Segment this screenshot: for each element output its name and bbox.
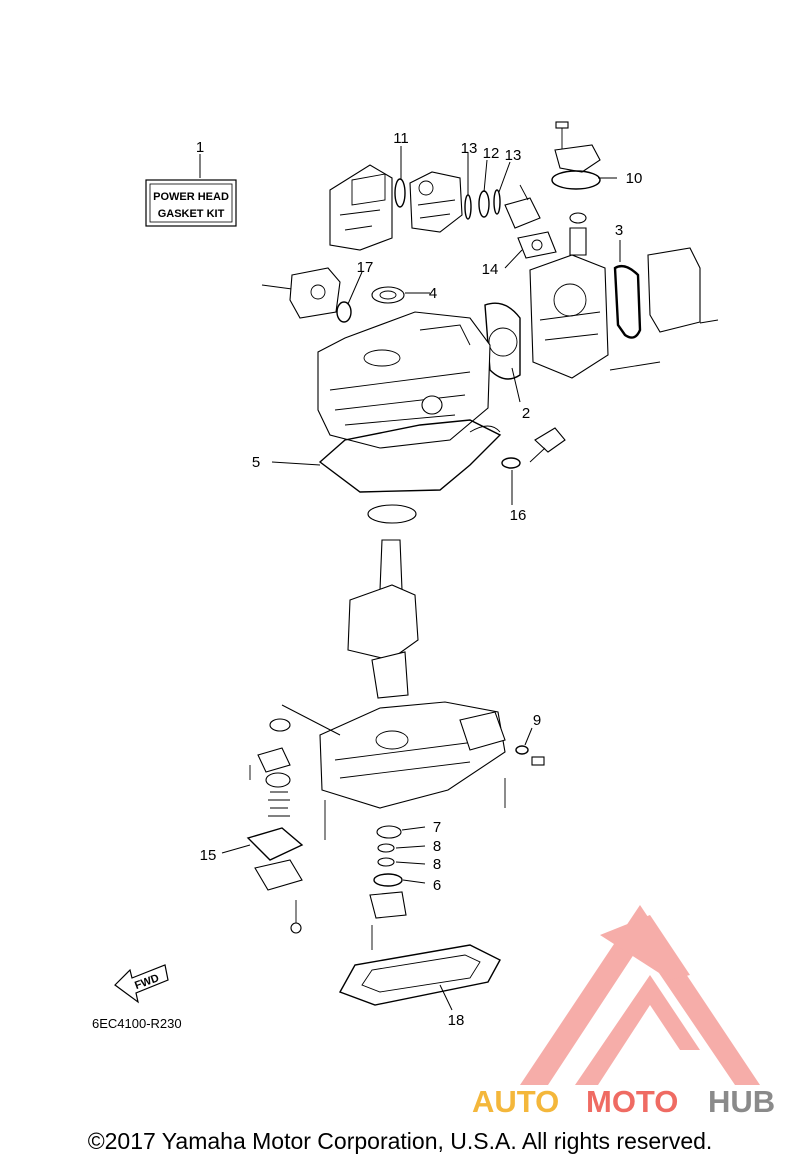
callout-16: 16 [510, 507, 527, 524]
pressure-relief-parts [246, 718, 304, 934]
callout-17: 17 [357, 259, 374, 276]
callout-4: 4 [429, 285, 437, 302]
callout-11: 11 [393, 130, 409, 147]
callout-10: 10 [626, 170, 643, 187]
callout-6: 6 [433, 877, 441, 894]
fwd-arrow: FWD [114, 964, 169, 1004]
callout-8a: 8 [433, 838, 441, 855]
cylinder-head [484, 247, 719, 380]
kit-box-line2: GASKET KIT [158, 208, 225, 220]
diagram-code: 6EC4100-R230 [92, 1016, 182, 1031]
watermark-moto: MOTO [586, 1084, 678, 1119]
callout-15: 15 [200, 847, 217, 864]
copyright-notice: ©2017 Yamaha Motor Corporation, U.S.A. A… [87, 1128, 713, 1154]
callout-1: 1 [196, 139, 204, 156]
leader-lines [221, 146, 621, 1011]
callout-13b: 13 [505, 147, 522, 164]
callout-3: 3 [615, 222, 623, 239]
crankcase-gasket [318, 419, 502, 493]
gasket-kit-box: POWER HEAD GASKET KIT [145, 154, 237, 227]
watermark-hub: HUB [708, 1084, 775, 1119]
oil-seal-top [371, 286, 405, 304]
callout-labels: 1 2 3 4 5 6 7 8 8 9 10 11 12 13 13 14 15… [196, 130, 643, 1029]
bolts [249, 756, 545, 950]
crankshaft [347, 504, 419, 699]
watermark-auto: AUTO [472, 1084, 559, 1119]
intake-manifold [504, 184, 557, 259]
callout-8b: 8 [433, 856, 441, 873]
carburetor [394, 171, 501, 233]
callout-5: 5 [252, 454, 260, 471]
side-cover [261, 267, 352, 323]
exhaust-gasket [338, 944, 501, 1006]
lower-seals [369, 745, 529, 919]
thermostat-cover [551, 121, 601, 256]
callout-7: 7 [433, 819, 441, 836]
watermark-logo [520, 905, 760, 1085]
callout-18: 18 [448, 1012, 465, 1029]
callout-13a: 13 [461, 140, 478, 157]
dipstick [501, 427, 566, 469]
lower-crankcase [319, 701, 506, 809]
cylinder-block [317, 311, 491, 449]
callout-9: 9 [533, 712, 541, 729]
callout-14: 14 [482, 261, 499, 278]
callout-2: 2 [522, 405, 530, 422]
watermark-wordmark: AUTO MOTO HUB [472, 1084, 775, 1119]
callout-12: 12 [483, 145, 500, 162]
kit-box-line1: POWER HEAD [153, 191, 229, 203]
upper-cover [329, 164, 393, 251]
